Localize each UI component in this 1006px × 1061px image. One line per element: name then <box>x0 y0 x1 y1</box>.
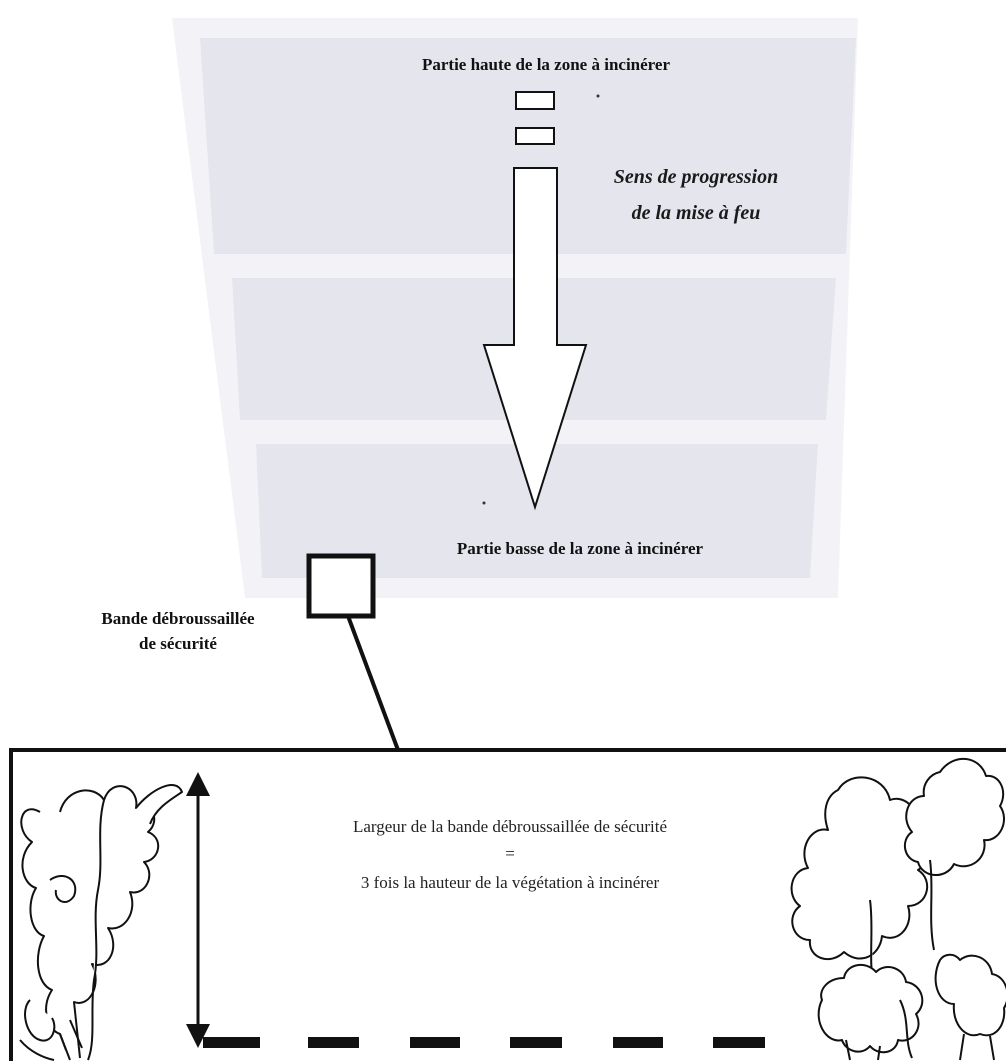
vegetation-right-icon <box>790 757 1006 1061</box>
burn-zone-band-1 <box>200 38 856 254</box>
dashed-ground-line <box>203 1037 765 1048</box>
band-width-equals: = <box>505 844 515 863</box>
ignition-point-1 <box>515 91 555 110</box>
safety-band-label-line2: de sécurité <box>139 634 217 653</box>
safety-band-marker <box>306 553 376 619</box>
safety-band-label-line1: Bande débroussaillée <box>101 609 255 628</box>
burn-zone-band-3 <box>256 444 818 578</box>
zone-bottom-label: Partie basse de la zone à incinérer <box>457 539 704 558</box>
dot-mark <box>596 94 600 98</box>
ignition-point-2 <box>515 127 555 145</box>
dot-mark <box>482 501 486 505</box>
band-width-arrow-top <box>186 772 210 796</box>
band-width-arrow-bottom <box>186 1024 210 1048</box>
zone-top-label: Partie haute de la zone à incinérer <box>422 55 670 74</box>
band-width-text-line2: 3 fois la hauteur de la végétation à inc… <box>361 873 660 892</box>
direction-arrow <box>482 167 588 511</box>
direction-label-line2: de la mise à feu <box>632 202 761 224</box>
zoom-connector <box>346 615 400 751</box>
direction-label-line1: Sens de progression <box>614 166 778 188</box>
vegetation-left-icon <box>19 784 183 1061</box>
band-width-text-line1: Largeur de la bande débroussaillée de sé… <box>353 817 667 836</box>
